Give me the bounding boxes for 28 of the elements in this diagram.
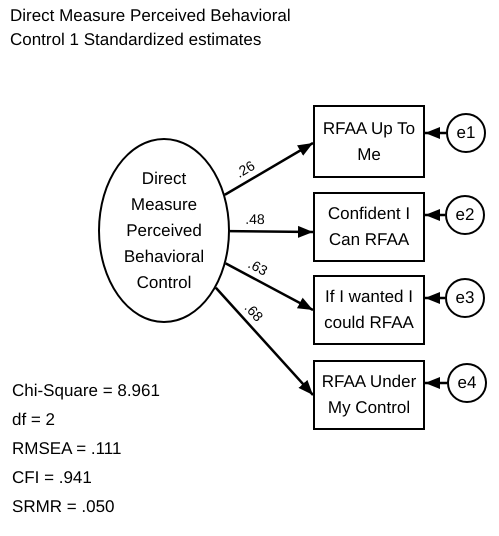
arrow [425,377,447,389]
node-text: e4 [456,372,478,394]
indicator-box [313,275,425,345]
arrow [425,292,445,304]
diagram-title: Direct Measure Perceived Behavioral Control 1 Standardized estimates [10,5,292,51]
arrow [224,142,314,196]
fit-statistic: Chi-Square = 8.961 [12,380,160,402]
fit-statistic: df = 2 [12,409,56,431]
fit-statistic: SRMR = .050 [12,496,116,518]
indicator-box [313,105,425,178]
node-text: e1 [456,122,476,144]
indicator-box [313,192,425,262]
node-text: If I wanted I could RFAA [323,286,415,334]
arrow [214,286,314,396]
node-text: RFAA Under My Control [320,371,418,419]
node-text: e2 [454,204,476,226]
arrow [230,226,314,238]
node-text: RFAA Up To Me [322,118,416,166]
fit-statistic: CFI = .941 [12,467,93,489]
arrow [425,127,446,139]
fit-statistic: RMSEA = .111 [12,438,122,460]
node-text: e3 [454,287,476,309]
indicator-box [313,360,425,430]
node-text: Confident I Can RFAA [326,203,412,251]
arrow [425,209,445,221]
arrow [225,262,314,312]
edge-label: .48 [244,212,266,227]
node-text: Direct Measure Perceived Behavioral Control [122,168,206,294]
